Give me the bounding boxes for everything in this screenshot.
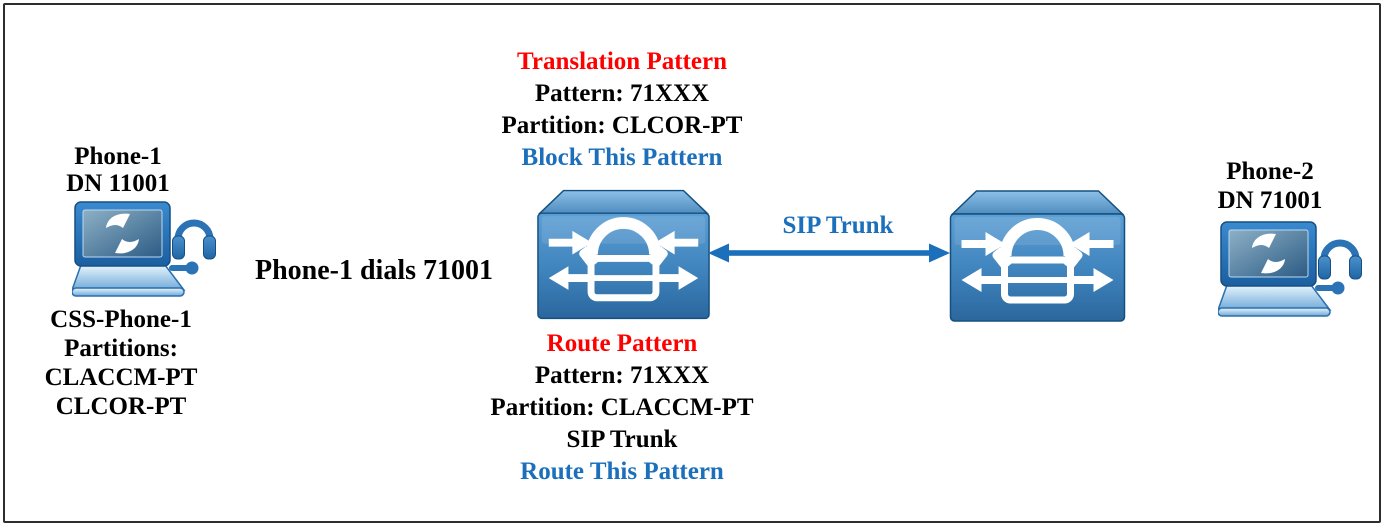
phone2-name: Phone-2 [1226,158,1314,185]
laptop-headset-icon [1218,221,1368,321]
translation-pattern-pattern: Pattern: 71XXX [534,80,710,107]
route-pattern-partition: Partition: CLACCM-PT [490,394,754,421]
translation-pattern-title: Translation Pattern [517,48,727,75]
phone1-label: Phone-1 DN 11001 [18,143,218,197]
phone1-device [72,201,222,301]
phone2-device [1218,221,1368,321]
phone1-partitions-header: Partitions: [64,335,178,362]
cucm-node-right [947,186,1128,324]
translation-pattern-action: Block This Pattern [521,144,723,171]
route-pattern-action: Route This Pattern [520,458,724,485]
double-arrow-icon [708,243,950,263]
phone1-css-block: CSS-Phone-1 Partitions: CLACCM-PT CLCOR-… [21,305,221,421]
phone1-dn: DN 11001 [66,170,170,197]
laptop-headset-icon [72,201,222,301]
phone2-label: Phone-2 DN 71001 [1170,157,1370,215]
cucm-icon [535,185,712,322]
translation-pattern-block: Translation Pattern Pattern: 71XXX Parti… [450,46,794,174]
dial-annotation: Phone-1 dials 71001 [254,255,494,286]
route-pattern-title: Route Pattern [546,330,698,357]
route-pattern-block: Route Pattern Pattern: 71XXX Partition: … [440,328,804,488]
phone1-name: Phone-1 [74,143,162,170]
route-pattern-pattern: Pattern: 71XXX [534,362,710,389]
route-pattern-trunk: SIP Trunk [566,426,678,453]
diagram-border [3,3,1381,523]
cucm-node-left [535,185,712,322]
phone2-dn: DN 71001 [1217,187,1323,214]
translation-pattern-partition: Partition: CLCOR-PT [501,112,743,139]
phone1-partition-1: CLACCM-PT [44,364,198,391]
phone1-css-name: CSS-Phone-1 [50,306,192,333]
sip-trunk-label: SIP Trunk [782,212,894,239]
sip-trunk-arrow [706,238,952,268]
cucm-icon [947,186,1128,324]
phone1-partition-2: CLCOR-PT [55,393,187,420]
